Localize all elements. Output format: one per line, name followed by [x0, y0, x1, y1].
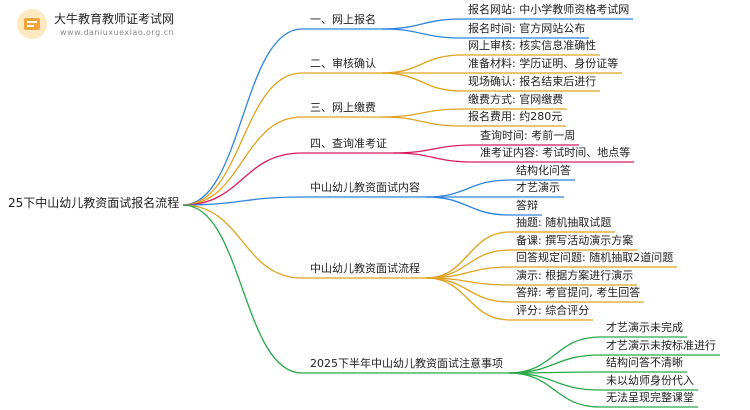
leaf-item: 评分: 综合评分 — [516, 304, 590, 317]
leaf-connector — [425, 277, 511, 321]
leaf-connector — [381, 18, 463, 30]
leaf-item: 缴费方式: 官网缴费 — [468, 93, 564, 106]
branch-admission-ticket: 四、查询准考证 — [310, 137, 387, 150]
leaf-item: 答辩: 考官提问, 考生回答 — [516, 286, 641, 299]
leaf-item: 备课: 撰写活动演示方案 — [516, 234, 634, 247]
leaf-item: 现场确认: 报名结束后进行 — [468, 75, 597, 88]
leaf-item: 才艺演示未完成 — [606, 321, 683, 334]
leaf-connector — [425, 231, 511, 279]
branch-connector — [182, 72, 303, 206]
leaf-connector — [381, 28, 463, 39]
leaf-connector — [392, 152, 475, 163]
leaf-connector — [508, 372, 601, 408]
branch-connector — [182, 152, 303, 206]
leaf-item: 答辩 — [516, 199, 538, 212]
leaf-item: 报名时间: 官方网站公布 — [468, 22, 586, 35]
leaf-connector — [381, 108, 463, 118]
leaf-item: 网上审核: 核实信息准确性 — [468, 39, 597, 52]
leaf-connector — [381, 72, 463, 92]
leaf-item: 演示: 根据方案进行演示 — [516, 269, 634, 282]
mindmap-root: 25下中山幼儿教资面试报名流程 — [8, 196, 180, 210]
leaf-connector — [425, 196, 511, 216]
branch-interview-notes: 2025下半年中山幼儿教资面试注意事项 — [310, 357, 503, 370]
branch-interview-content: 中山幼儿教资面试内容 — [310, 181, 420, 194]
site-url: www.daniuxuexiao.org.cn — [60, 28, 175, 37]
leaf-item: 无法呈现完整课堂 — [606, 391, 694, 404]
leaf-item: 结构化问答 — [516, 164, 571, 177]
leaf-item: 才艺演示 — [516, 181, 560, 194]
site-name: 大牛教育教师证考试网 — [54, 12, 175, 26]
branch-online-registration: 一、网上报名 — [310, 13, 376, 26]
branch-connector — [182, 196, 303, 206]
leaf-connector — [392, 144, 475, 154]
leaf-item: 回答规定问题: 随机抽取2道问题 — [516, 251, 674, 264]
leaf-connector — [381, 116, 463, 127]
leaf-item: 未以幼师身份代入 — [606, 374, 694, 387]
leaf-item: 报名费用: 约280元 — [468, 110, 563, 123]
leaf-item: 才艺演示未按标准进行 — [606, 339, 716, 352]
branch-review-confirm: 二、审核确认 — [310, 57, 376, 70]
leaf-item: 报名网站: 中小学教师资格考试网 — [468, 3, 630, 16]
leaf-connector — [425, 179, 511, 198]
branch-connector — [182, 204, 303, 279]
leaf-item: 查询时间: 考前一周 — [480, 129, 576, 142]
branch-connector — [182, 204, 303, 374]
leaf-connector — [508, 354, 601, 374]
branch-online-payment: 三、网上缴费 — [310, 101, 376, 114]
branch-interview-process: 中山幼儿教资面试流程 — [310, 262, 420, 275]
leaf-item: 抽题: 随机抽取试题 — [516, 216, 612, 229]
site-logo-icon — [16, 8, 48, 40]
leaf-connector — [508, 336, 601, 374]
leaf-connector — [381, 54, 463, 74]
leaf-item: 准备材料: 学历证明、身份证等 — [468, 57, 619, 70]
leaf-item: 结构问答不清晰 — [606, 356, 683, 369]
leaf-connector — [508, 372, 601, 391]
leaf-item: 准考证内容: 考试时间、地点等 — [480, 146, 631, 159]
branch-connector — [182, 116, 303, 206]
branch-connector — [182, 28, 303, 206]
